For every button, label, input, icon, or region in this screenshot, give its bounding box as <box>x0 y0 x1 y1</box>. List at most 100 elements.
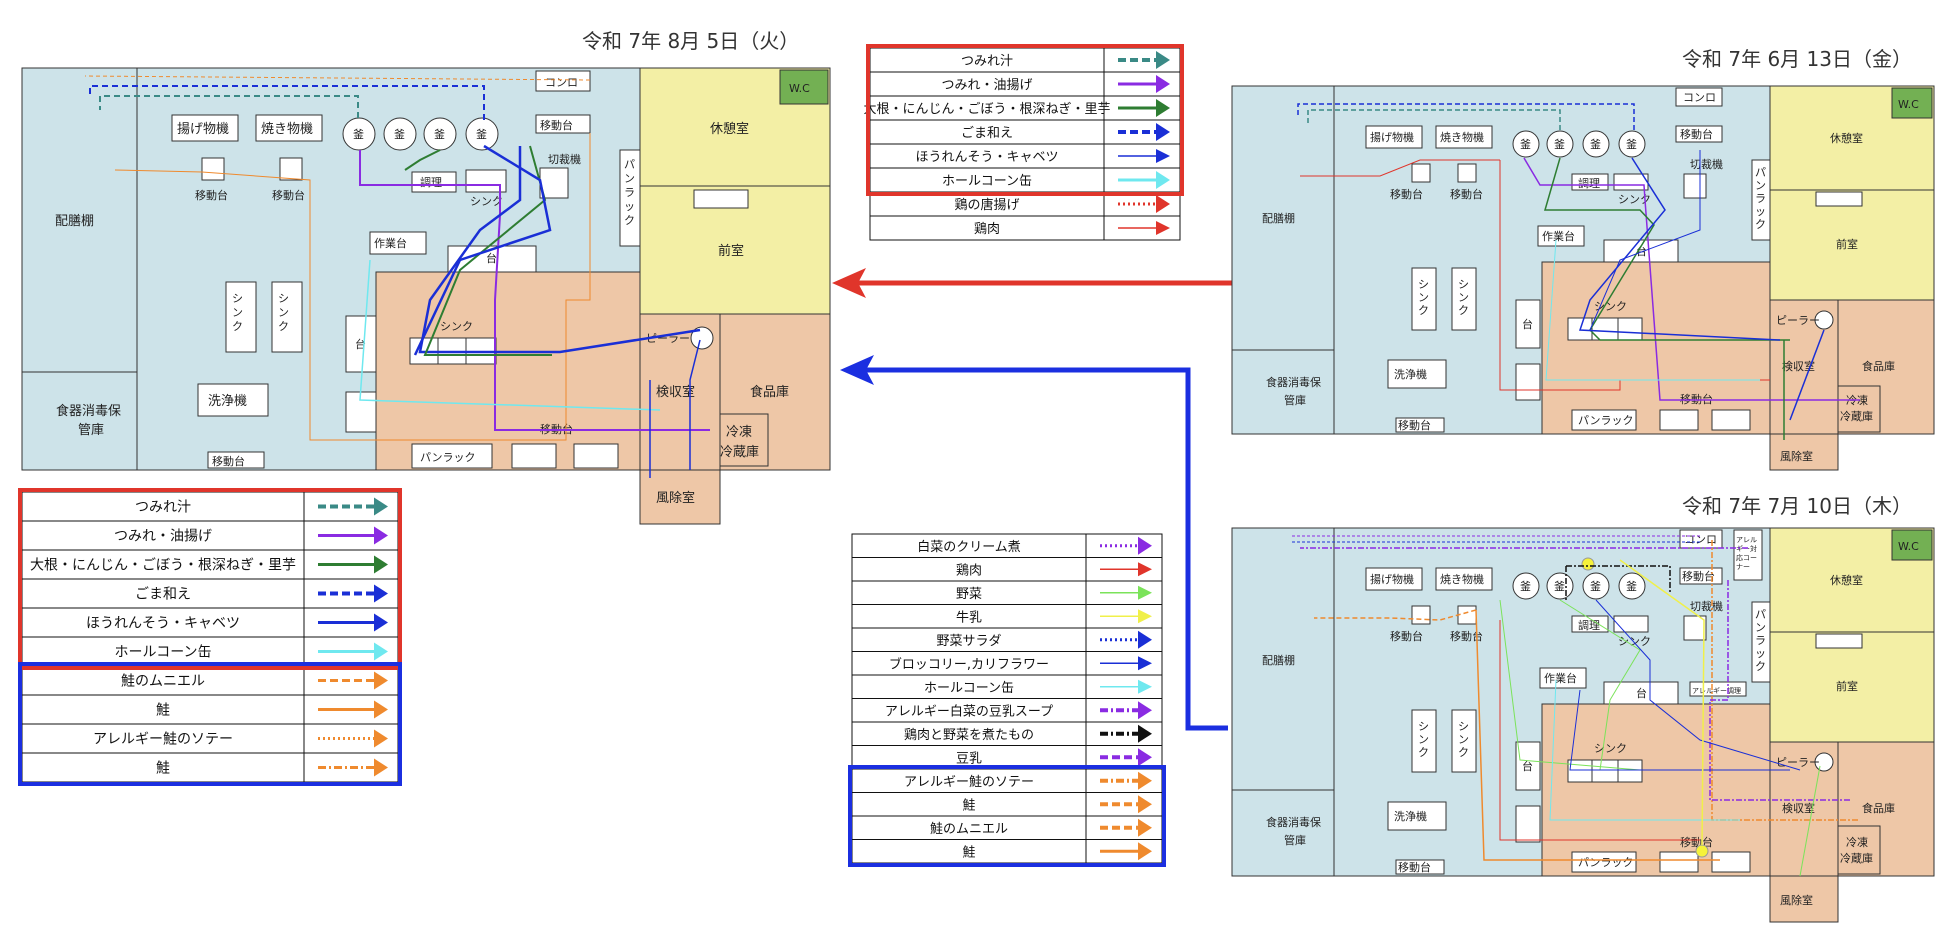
svg-text:釜: 釜 <box>353 127 364 141</box>
legend-top: つみれ汁つみれ・油揚げ大根・にんじん・ごぼう・根深ねぎ・里芋ごま和えほうれんそう… <box>863 44 1184 241</box>
allergy-label: アレルギー調理 <box>1692 686 1741 695</box>
legend-left-label: ごま和え <box>135 587 191 603</box>
legend-mid-label: 鮭 <box>962 845 975 860</box>
equip-yakimono: 焼き物機 <box>261 122 313 137</box>
legend-left-frame-blue <box>18 662 402 786</box>
legend-mid-row: 鮭 <box>851 792 1163 817</box>
room-shokuhin: 食品庫 <box>750 384 789 400</box>
legend-left-row: ほうれんそう・キャベツ <box>21 607 399 638</box>
legend-top-arrowhead <box>1156 123 1170 141</box>
legend-mid-row: アレルギー白菜の豆乳スープ <box>851 698 1163 723</box>
svg-text:揚げ物機: 揚げ物機 <box>1370 130 1414 144</box>
room-reito-1: 冷凍 <box>726 424 752 440</box>
plan-main-date: 令和 7年 8月 5日（火） <box>582 29 799 53</box>
svg-text:釜: 釜 <box>1626 137 1637 151</box>
room-reito-2: 冷蔵庫 <box>720 445 759 460</box>
svg-text:移動台: 移動台 <box>1398 860 1431 874</box>
legend-mid-arrowhead <box>1138 609 1152 624</box>
legend-mid-label: 野菜 <box>956 587 982 602</box>
svg-text:コンロ: コンロ <box>1683 91 1716 104</box>
equip-sink-3: シンク <box>278 292 289 333</box>
room-kyukei: 休憩室 <box>710 121 749 137</box>
legend-top-label: ほうれんそう・キャベツ <box>915 150 1058 165</box>
legend-top-label: ごま和え <box>961 125 1013 141</box>
equip-idoudai-3: 移動台 <box>272 188 305 202</box>
legend-mid-label: 鮭 <box>962 798 975 813</box>
svg-text:休憩室: 休憩室 <box>1830 573 1863 587</box>
kettles: 釜 釜 釜 釜 <box>342 117 499 151</box>
legend-mid-row: ブロッコリー,カリフラワー <box>851 651 1163 676</box>
legend-top-label: つみれ・油揚げ <box>941 77 1032 93</box>
svg-text:釜: 釜 <box>1520 137 1531 151</box>
room-haizen: 配膳棚 <box>55 213 94 229</box>
legend-left-arrowhead <box>374 758 388 777</box>
equip-sink-1: シンク <box>470 195 503 208</box>
legend-left-row: 鮭 <box>21 752 399 783</box>
legend-top-row: 大根・にんじん・ごぼう・根深ねぎ・里芋 <box>863 95 1181 121</box>
svg-text:作業台: 作業台 <box>1542 229 1575 243</box>
svg-text:シンク: シンク <box>1458 720 1469 759</box>
svg-text:移動台: 移動台 <box>1682 569 1715 583</box>
legend-mid-row: 白菜のクリーム煮 <box>851 533 1163 558</box>
svg-text:台: 台 <box>1522 759 1533 773</box>
svg-text:冷蔵庫: 冷蔵庫 <box>1840 409 1873 423</box>
equip-senjouki: 洗浄機 <box>208 394 247 409</box>
legend-mid-frame-blue <box>848 765 1166 867</box>
legend-mid-row: 野菜サラダ <box>851 627 1163 652</box>
svg-text:調理: 調理 <box>1578 176 1600 190</box>
legend-left-arrowhead <box>374 555 388 574</box>
legend-top-row: つみれ汁 <box>869 47 1181 73</box>
legend-left-label: 鮭 <box>156 703 170 719</box>
svg-text:検収室: 検収室 <box>1782 801 1815 815</box>
equip-dai: 台 <box>486 251 497 265</box>
svg-text:シンク: シンク <box>1458 278 1469 317</box>
legend-left-row: 鮭のムニエル <box>21 665 399 696</box>
legend-mid-arrowhead <box>1138 842 1152 861</box>
legend-left-row: 大根・にんじん・ごぼう・根深ねぎ・里芋 <box>21 549 399 580</box>
legend-left-row: ホールコーン缶 <box>21 636 399 667</box>
legend-left-frame-red <box>18 488 402 670</box>
legend-mid-arrowhead <box>1138 795 1152 814</box>
equip-setsusai: 切裁機 <box>548 152 581 166</box>
equip-sagyoudai: 作業台 <box>374 236 407 250</box>
svg-text:焼き物機: 焼き物機 <box>1440 572 1484 586</box>
legend-top-row: 鶏肉 <box>869 215 1181 241</box>
legend-mid-label: 白菜のクリーム煮 <box>917 539 1021 555</box>
legend-mid-arrowhead <box>1138 585 1152 600</box>
room-shokki-2: 管庫 <box>78 423 104 438</box>
svg-text:移動台: 移動台 <box>1680 392 1713 406</box>
svg-text:揚げ物機: 揚げ物機 <box>1370 572 1414 586</box>
legend-left-arrowhead <box>374 613 388 632</box>
equip-panrack-v: パンラック <box>624 158 635 227</box>
room-fujo: 風除室 <box>656 490 695 506</box>
svg-text:配膳棚: 配膳棚 <box>1262 211 1295 225</box>
legend-left-label: ホールコーン缶 <box>114 645 211 661</box>
plan-main: 令和 7年 8月 5日（火） 配膳棚 食器消毒保 管庫 休憩室 前室 W.C 検… <box>21 29 831 525</box>
svg-text:管庫: 管庫 <box>1284 393 1306 407</box>
svg-text:釜: 釜 <box>1590 137 1601 151</box>
legend-top-arrowhead <box>1156 171 1170 189</box>
svg-text:管庫: 管庫 <box>1284 833 1306 847</box>
svg-text:前室: 前室 <box>1836 237 1858 251</box>
legend-top-frame-red <box>866 44 1184 196</box>
svg-text:食器消毒保: 食器消毒保 <box>1266 375 1321 389</box>
svg-text:釜: 釜 <box>394 127 405 141</box>
svg-text:釜: 釜 <box>1590 579 1601 593</box>
svg-text:冷凍: 冷凍 <box>1846 836 1868 849</box>
legend-left-row: つみれ・油揚げ <box>21 520 399 551</box>
svg-text:前室: 前室 <box>1836 679 1858 693</box>
svg-text:検収室: 検収室 <box>1782 359 1815 373</box>
legend-mid-row: 野菜 <box>851 580 1163 605</box>
legend-mid-row: 鶏肉と野菜を煮たもの <box>851 721 1163 746</box>
svg-text:移動台: 移動台 <box>1680 127 1713 141</box>
plan-july-date: 令和 7年 7月 10日（木） <box>1682 494 1912 518</box>
legend-left-arrowhead <box>374 642 388 661</box>
legend-mid-row: 鮭のムニエル <box>851 815 1163 840</box>
svg-text:調理: 調理 <box>1578 618 1600 632</box>
legend-mid-arrowhead <box>1138 630 1152 649</box>
legend-mid-arrowhead <box>1138 562 1152 577</box>
equip-sink-2: シンク <box>232 292 243 333</box>
svg-text:移動台: 移動台 <box>1450 187 1483 201</box>
legend-mid-arrowhead <box>1138 748 1152 767</box>
